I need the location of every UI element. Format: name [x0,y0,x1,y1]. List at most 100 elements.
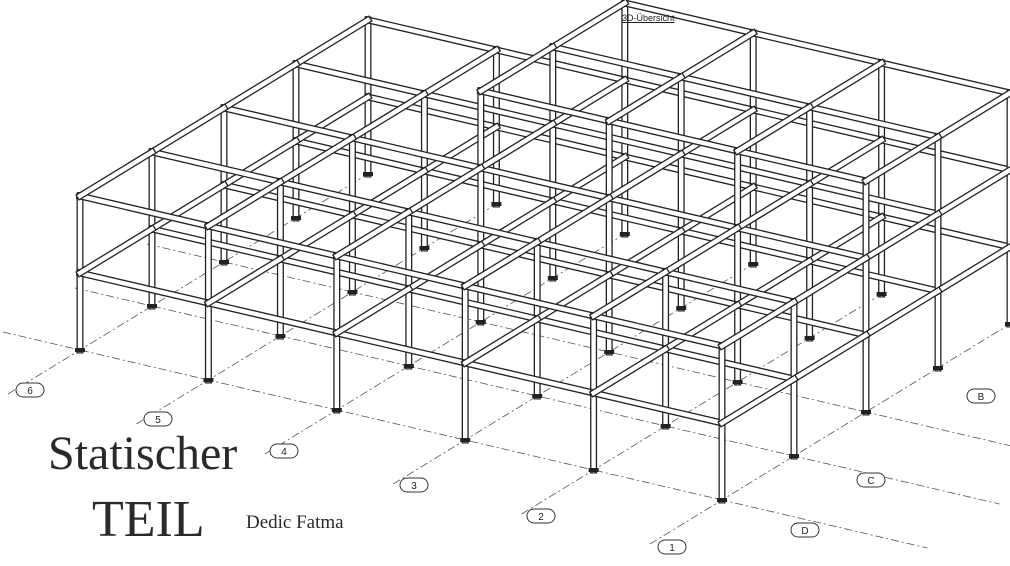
grid-axis-line [521,293,882,515]
beam-face [662,269,797,305]
beam-face [406,286,540,322]
beam-face [406,209,540,245]
beam-face [349,212,484,248]
grid-axis-line [7,173,369,395]
beam-face [750,107,885,143]
beam-face [606,227,685,279]
grid-axis-label: 2 [538,512,544,523]
beam-face [148,104,228,156]
grid-axis-line [136,203,497,425]
column-base-plate [491,202,502,206]
column-base-plate [291,216,301,220]
column-base-plate [876,292,887,296]
beam-face [662,346,797,382]
beam-face [550,44,684,80]
beam-face [534,239,669,275]
beam-face [421,123,500,175]
beam-face [590,313,725,349]
beam-face [662,301,741,353]
beam-face [934,90,1010,141]
beam-face [534,316,669,352]
beam-face [534,194,613,246]
beam-face [606,73,685,125]
beam-face [493,124,628,160]
heading-line-1: Statischer [48,427,238,480]
beam-face [221,182,356,218]
beam-face [806,59,885,111]
drawing-title: 3D-Übersicht [622,13,675,23]
grid-axis-label: 3 [411,481,417,492]
grid-axis-bubble [143,411,173,427]
beam-face [349,167,428,219]
beam-face [365,94,500,130]
beam-face [550,198,684,234]
grid-axis-bubble [399,477,429,493]
column-base-plate [588,468,599,472]
beam-face [149,226,284,262]
beam-face [477,43,556,95]
grid-axis-label: 5 [155,415,161,426]
grid-axis-bubble [15,382,45,398]
beam-face [590,390,725,426]
beam-face [678,29,757,81]
beam-face [421,46,500,98]
grid-axis-label: 4 [281,447,287,458]
grid-axis-label: 6 [27,386,33,397]
beam-face [878,137,1010,173]
beam-face [349,90,428,142]
column-base-plate [219,260,229,264]
beam-face [221,105,356,141]
beam-face [734,148,869,184]
column-base-plate [933,366,943,370]
grid-axis-line [74,287,1000,505]
beam-face [622,77,756,113]
beam-face [205,223,340,259]
beam-face [622,0,756,36]
grid-axis-bubble [269,443,299,459]
beam-face [76,148,156,200]
grid-axis-line [146,243,1010,447]
beam-face [534,271,613,323]
beam-face [622,154,756,190]
beam-face [549,153,628,205]
beam-face [334,330,468,366]
beam-face [277,256,412,292]
grid-axis-label: C [867,476,874,487]
beam-face [421,91,556,127]
grid-axis-bubble [856,472,886,488]
beam-face [934,244,1010,295]
beam-face [549,76,628,128]
beam-face [606,150,685,202]
beam-face [862,287,942,339]
beam-face [77,193,212,229]
beam-face [493,47,628,83]
beam-face [293,138,428,174]
column-base-plate [419,246,430,250]
grid-axis-bubble [790,522,820,538]
beam-face [293,61,428,97]
beam-face [462,283,597,319]
beam-face [205,255,284,307]
column-base-plate [717,498,727,502]
grid-axis-label: B [978,392,985,403]
beam-face [934,167,1010,218]
beam-face [878,214,1010,250]
beam-face [405,241,484,293]
column-base-plate [363,172,373,176]
heading-line-2: TEIL [92,491,205,548]
beam-face [365,17,500,53]
beam-face [333,285,412,337]
beam-face [77,270,212,306]
beam-face [478,165,612,201]
column-base-plate [1005,322,1010,326]
beam-face [734,257,813,309]
beam-face [678,228,813,264]
beam-face [76,225,156,277]
beam-face [349,135,484,171]
beam-face [718,375,798,427]
beam-face [277,211,356,263]
column-base-plate [789,454,799,458]
grid-axis-label: 1 [669,543,675,554]
grid-axis-bubble [657,539,687,555]
